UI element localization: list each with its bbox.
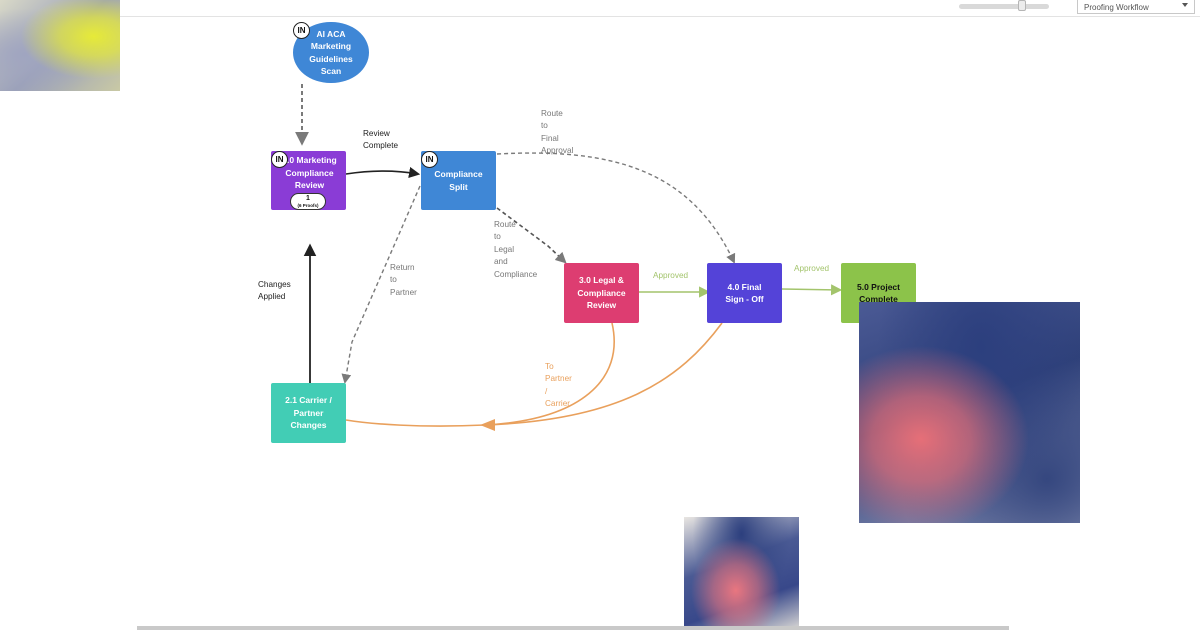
edge-review-complete[interactable]: [345, 166, 421, 178]
edge-label-route-final: Route to Final Approval: [541, 109, 574, 156]
edge-label-route-legal: Route to Legal and Compliance: [494, 220, 538, 279]
node-final-signoff[interactable]: 4.0 Final Sign - Off: [707, 263, 782, 323]
workflow-select-value: Proofing Workflow: [1084, 3, 1149, 12]
edge-final-to-carrier[interactable]: [484, 322, 723, 426]
node-compliance-split-label: Compliance Split: [434, 169, 483, 192]
edge-approved-2[interactable]: [781, 284, 843, 296]
node-guidelines-scan-label: AI ACA Marketing Guidelines Scan: [309, 28, 353, 77]
in-badge-text: IN: [425, 155, 434, 164]
proof-count-detail: (6 Proofs): [297, 203, 319, 208]
blurred-region: [0, 0, 120, 91]
workflow-select[interactable]: Proofing Workflow: [1077, 0, 1195, 14]
edge-to-partner-carrier[interactable]: [345, 419, 486, 427]
node-project-complete-label: 5.0 Project Complete: [857, 281, 900, 305]
edge-label-approved-1: Approved: [653, 271, 689, 280]
node-carrier-changes[interactable]: 2.1 Carrier / Partner Changes: [271, 383, 346, 443]
edge-label-return-partner: Return to Partner: [390, 263, 417, 297]
edge-legal-to-carrier[interactable]: [484, 322, 615, 426]
in-badge-icon: IN: [271, 151, 288, 168]
blurred-region: [859, 302, 1080, 523]
node-final-signoff-label: 4.0 Final Sign - Off: [725, 281, 764, 305]
edge-route-final[interactable]: [496, 152, 736, 264]
in-badge-text: IN: [297, 26, 306, 35]
node-legal-review-label: 3.0 Legal & Compliance Review: [577, 275, 626, 311]
in-badge-icon: IN: [293, 22, 310, 39]
proof-count-badge[interactable]: 1 (6 Proofs): [290, 193, 326, 210]
in-badge-text: IN: [275, 155, 284, 164]
top-toolbar: [0, 0, 1200, 17]
edge-label-changes-applied: Changes Applied: [258, 280, 291, 302]
zoom-slider-track[interactable]: [959, 4, 1049, 9]
edge-to-partner-arrowhead: [480, 419, 495, 431]
horizontal-scrollbar[interactable]: [137, 626, 1009, 630]
node-carrier-changes-label: 2.1 Carrier / Partner Changes: [285, 395, 332, 431]
edge-label-approved-2: Approved: [794, 264, 830, 273]
edge-return-partner[interactable]: [341, 185, 421, 384]
zoom-slider-handle[interactable]: [1018, 0, 1026, 11]
in-badge-icon: IN: [421, 151, 438, 168]
chevron-down-icon: [1182, 3, 1188, 7]
blurred-region: [684, 517, 799, 630]
edge-label-review-complete: Review Complete: [363, 129, 399, 151]
edge-label-to-partner: To Partner / Carrier: [545, 362, 572, 409]
edge-route-legal[interactable]: [496, 207, 567, 264]
proof-count: 1: [306, 195, 310, 202]
node-legal-review[interactable]: 3.0 Legal & Compliance Review: [564, 263, 639, 323]
node-marketing-review-label: 1.0 Marketing Compliance Review: [282, 155, 337, 190]
